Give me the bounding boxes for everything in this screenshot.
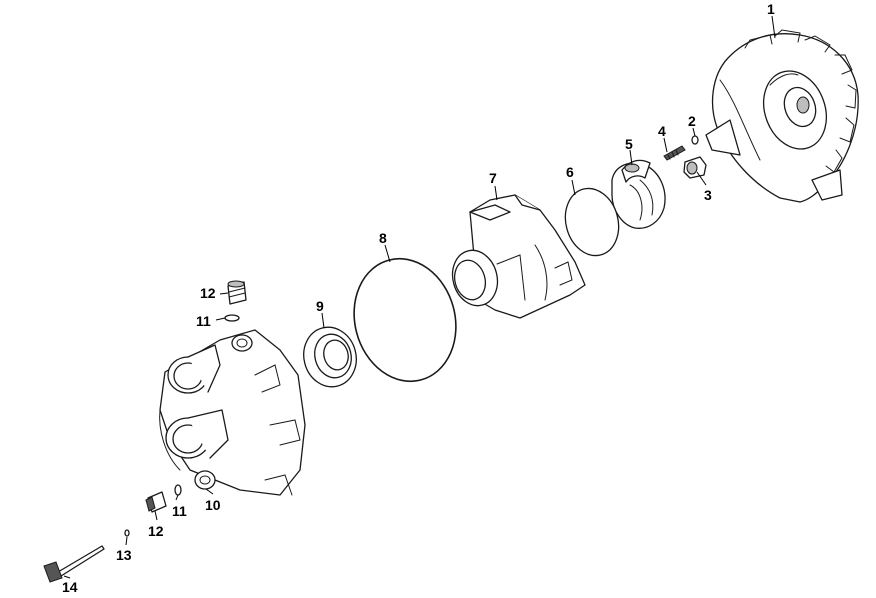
callout-11-top: 11 [196,313,211,329]
part-9-mechanical-seal [303,326,357,388]
part-12-plug-bottom [145,491,167,513]
part-14-long-bolt [43,545,105,583]
callout-labels: 1 2 3 4 5 6 7 8 9 10 11 11 12 12 13 14 [62,1,775,595]
part-10-front-casing [159,329,306,496]
callout-7: 7 [489,170,497,186]
callout-12-top: 12 [200,285,216,301]
callout-4: 4 [658,123,666,139]
part-6-gasket [564,187,620,257]
leader-lines [63,15,776,579]
part-11-o-ring-top [224,314,240,322]
callout-11-bottom: 11 [172,503,187,519]
callout-9: 9 [316,298,324,314]
part-13-washer [124,529,130,537]
callout-10: 10 [205,497,221,513]
part-8-o-ring [353,257,457,383]
callout-14: 14 [62,579,78,595]
part-12-plug-top [227,280,247,305]
callout-6: 6 [566,164,574,180]
callout-3: 3 [704,187,712,203]
part-2-washer [691,135,699,145]
callout-12-bottom: 12 [148,523,164,539]
callout-2: 2 [688,113,696,129]
callout-5: 5 [625,136,633,152]
part-1-housing-cover [705,29,859,203]
callout-8: 8 [379,230,387,246]
part-4-bolt [663,145,686,161]
part-11-o-ring-bottom [174,484,182,496]
part-7-volute-casing [451,194,586,319]
callout-1: 1 [767,1,775,17]
part-3-nut [683,156,707,179]
callout-13: 13 [116,547,132,563]
part-5-impeller [611,159,666,229]
